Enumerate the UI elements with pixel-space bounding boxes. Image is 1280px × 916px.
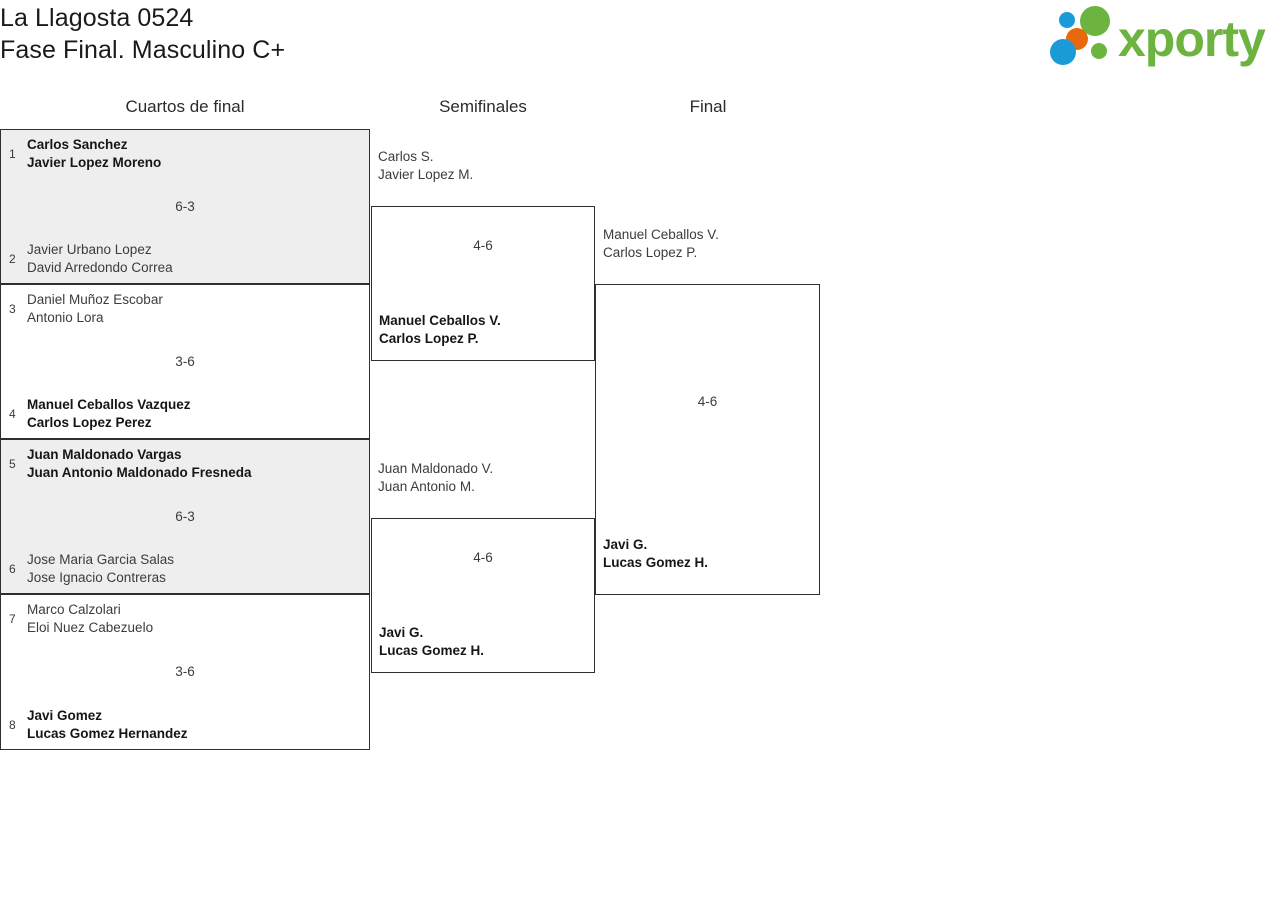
- team-names: Javi G. Lucas Gomez H.: [603, 536, 708, 572]
- semifinal-2-top-team[interactable]: Juan Maldonado V. Juan Antonio M.: [371, 460, 493, 496]
- player-name-2: David Arredondo Correa: [27, 260, 173, 275]
- round-header-quarterfinals: Cuartos de final: [125, 97, 245, 116]
- team-slot-bottom-champion[interactable]: Javi G. Lucas Gomez H.: [596, 536, 819, 572]
- match-score: 6-3: [175, 199, 195, 214]
- page-title: La Llagosta 0524 Fase Final. Masculino C…: [0, 2, 285, 66]
- player-name-1: Carlos S.: [378, 149, 434, 164]
- team-names: Daniel Muñoz Escobar Antonio Lora: [27, 291, 163, 327]
- player-name-1: Manuel Ceballos Vazquez: [27, 397, 191, 412]
- player-name-1: Manuel Ceballos V.: [379, 313, 501, 328]
- svg-text:xporty: xporty: [1118, 11, 1266, 67]
- player-name-2: Lucas Gomez Hernandez: [27, 726, 188, 741]
- player-name-2: Lucas Gomez H.: [379, 643, 485, 658]
- team-slot-top[interactable]: 1 Carlos Sanchez Javier Lopez Moreno: [1, 136, 369, 172]
- player-name-1: Javi G.: [379, 625, 424, 640]
- team-slot-top[interactable]: 3 Daniel Muñoz Escobar Antonio Lora: [1, 291, 369, 327]
- player-name-1: Jose Maria Garcia Salas: [27, 552, 175, 567]
- match-score: 4-6: [473, 550, 493, 565]
- player-name-2: Javier Lopez Moreno: [27, 155, 162, 170]
- player-name-2: Carlos Lopez P.: [603, 245, 698, 260]
- match-qf-3[interactable]: 5 Juan Maldonado Vargas Juan Antonio Mal…: [0, 439, 370, 594]
- team-names: Jose Maria Garcia Salas Jose Ignacio Con…: [27, 551, 174, 587]
- team-names: Carlos Sanchez Javier Lopez Moreno: [27, 136, 161, 172]
- team-names: Javi Gomez Lucas Gomez Hernandez: [27, 707, 188, 743]
- player-name-2: Juan Antonio Maldonado Fresneda: [27, 465, 252, 480]
- team-slot-bottom[interactable]: 6 Jose Maria Garcia Salas Jose Ignacio C…: [1, 551, 369, 587]
- xporty-logo[interactable]: xporty: [1046, 4, 1276, 68]
- title-line-category: Fase Final. Masculino C+: [0, 36, 286, 64]
- semifinal-1-top-team[interactable]: Carlos S. Javier Lopez M.: [371, 148, 473, 184]
- team-slot-bottom[interactable]: 2 Javier Urbano Lopez David Arredondo Co…: [1, 241, 369, 277]
- player-name-1: Javi G.: [603, 537, 648, 552]
- seed-number: 5: [9, 457, 16, 471]
- team-slot-top[interactable]: 5 Juan Maldonado Vargas Juan Antonio Mal…: [1, 446, 369, 482]
- team-names: Javi G. Lucas Gomez H.: [379, 624, 484, 660]
- page-header: La Llagosta 0524 Fase Final. Masculino C…: [0, 0, 1280, 90]
- logo-wordmark: xporty: [1118, 11, 1267, 67]
- team-names: Javier Urbano Lopez David Arredondo Corr…: [27, 241, 173, 277]
- seed-number: 7: [9, 612, 16, 626]
- team-slot-bottom[interactable]: Manuel Ceballos V. Carlos Lopez P.: [372, 312, 594, 348]
- match-sf-1[interactable]: 4-6 Manuel Ceballos V. Carlos Lopez P.: [371, 206, 595, 361]
- team-names: Juan Maldonado V. Juan Antonio M.: [378, 461, 493, 494]
- team-names: Manuel Ceballos V. Carlos Lopez P.: [603, 227, 719, 260]
- title-line-tournament: La Llagosta 0524: [0, 4, 194, 32]
- final-top-team[interactable]: Manuel Ceballos V. Carlos Lopez P.: [596, 226, 719, 262]
- match-qf-4[interactable]: 7 Marco Calzolari Eloi Nuez Cabezuelo 3-…: [0, 594, 370, 750]
- team-names: Marco Calzolari Eloi Nuez Cabezuelo: [27, 601, 153, 637]
- player-name-1: Javier Urbano Lopez: [27, 242, 152, 257]
- round-header-final: Final: [689, 97, 727, 116]
- seed-number: 4: [9, 407, 16, 421]
- player-name-2: Eloi Nuez Cabezuelo: [27, 620, 154, 635]
- player-name-1: Carlos Sanchez: [27, 137, 128, 152]
- team-names: Carlos S. Javier Lopez M.: [378, 149, 473, 182]
- match-qf-2[interactable]: 3 Daniel Muñoz Escobar Antonio Lora 3-6 …: [0, 284, 370, 439]
- match-qf-1[interactable]: 1 Carlos Sanchez Javier Lopez Moreno 6-3…: [0, 129, 370, 284]
- match-score: 3-6: [175, 354, 195, 369]
- player-name-1: Manuel Ceballos V.: [603, 227, 719, 242]
- match-score: 4-6: [473, 238, 493, 253]
- player-name-2: Jose Ignacio Contreras: [27, 570, 166, 585]
- match-final[interactable]: 4-6 Javi G. Lucas Gomez H.: [595, 284, 820, 595]
- player-name-2: Antonio Lora: [27, 310, 104, 325]
- match-score: 4-6: [697, 394, 718, 409]
- team-names: Juan Maldonado Vargas Juan Antonio Maldo…: [27, 446, 252, 482]
- player-name-1: Juan Maldonado Vargas: [27, 447, 182, 462]
- player-name-2: Lucas Gomez H.: [603, 555, 709, 570]
- team-slot-bottom[interactable]: 8 Javi Gomez Lucas Gomez Hernandez: [1, 707, 369, 743]
- team-slot-bottom[interactable]: Javi G. Lucas Gomez H.: [372, 624, 594, 660]
- match-score: 6-3: [175, 509, 195, 524]
- team-slot-top[interactable]: 7 Marco Calzolari Eloi Nuez Cabezuelo: [1, 601, 369, 637]
- logo-dots-icon: [1050, 6, 1110, 65]
- team-names: Manuel Ceballos V. Carlos Lopez P.: [379, 312, 501, 348]
- match-score: 3-6: [175, 664, 195, 679]
- seed-number: 6: [9, 562, 16, 576]
- player-name-2: Juan Antonio M.: [378, 479, 475, 494]
- match-sf-2[interactable]: 4-6 Javi G. Lucas Gomez H.: [371, 518, 595, 673]
- seed-number: 2: [9, 252, 16, 266]
- player-name-1: Juan Maldonado V.: [378, 461, 494, 476]
- player-name-2: Javier Lopez M.: [378, 167, 474, 182]
- player-name-1: Marco Calzolari: [27, 602, 121, 617]
- team-names: Manuel Ceballos Vazquez Carlos Lopez Per…: [27, 396, 191, 432]
- player-name-2: Carlos Lopez P.: [379, 331, 479, 346]
- seed-number: 3: [9, 302, 16, 316]
- player-name-2: Carlos Lopez Perez: [27, 415, 152, 430]
- seed-number: 1: [9, 147, 16, 161]
- seed-number: 8: [9, 718, 16, 732]
- team-slot-bottom[interactable]: 4 Manuel Ceballos Vazquez Carlos Lopez P…: [1, 396, 369, 432]
- player-name-1: Daniel Muñoz Escobar: [27, 292, 163, 307]
- player-name-1: Javi Gomez: [27, 708, 103, 723]
- round-header-semifinals: Semifinales: [439, 97, 527, 116]
